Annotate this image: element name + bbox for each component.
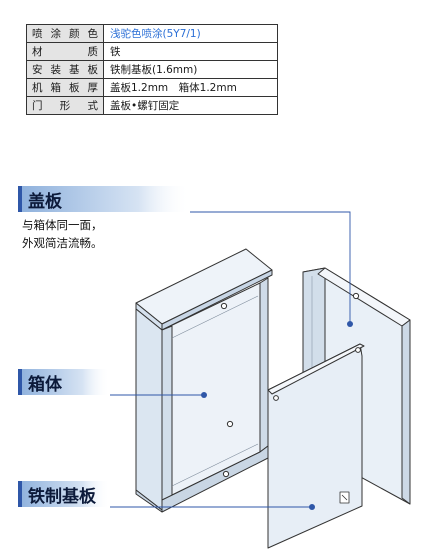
spec-key-label: 材质: [32, 46, 98, 58]
base-tag-bg: [18, 481, 110, 507]
cover-description: 与箱体同一面， 外观简洁流畅。: [22, 216, 103, 252]
base-callout-dot: [309, 504, 315, 510]
spec-key: 机箱板厚: [26, 78, 104, 97]
cover-tag-bar: [18, 186, 22, 212]
front-cover-drawing: [267, 343, 365, 549]
spec-value: 浅驼色喷涂(5Y7/1): [103, 24, 278, 43]
cover-desc-line-1: 与箱体同一面，: [22, 218, 103, 232]
spec-key-label: 安装基板: [32, 64, 98, 76]
cover-tag-title: 盖板: [28, 191, 62, 212]
enclosure-body-drawing: [135, 248, 273, 513]
spec-key-label: 喷涂颜色: [32, 28, 98, 40]
spec-row: 喷涂颜色浅驼色喷涂(5Y7/1): [26, 24, 278, 43]
spec-key: 材质: [26, 42, 104, 61]
body-tag: 箱体: [18, 369, 62, 395]
body-tag-title: 箱体: [28, 374, 62, 395]
body-callout-dot: [201, 392, 207, 398]
spec-row: 门形式盖板•螺钉固定: [26, 96, 278, 115]
cover-callout-dot: [347, 321, 353, 327]
body-tag-bar: [18, 369, 22, 395]
spec-key: 门形式: [26, 96, 104, 115]
base-tag-title: 铁制基板: [28, 486, 96, 507]
spec-row: 材质铁: [26, 42, 278, 61]
cover-callout-line: [190, 211, 351, 324]
base-tag-bar: [18, 481, 22, 507]
spec-value: 盖板1.2mm 箱体1.2mm: [103, 78, 278, 97]
spec-key-label: 机箱板厚: [32, 82, 98, 94]
cover-desc-line-2: 外观简洁流畅。: [22, 236, 103, 250]
base-tag: 铁制基板: [18, 481, 96, 507]
cover-tag: 盖板: [18, 186, 62, 212]
spec-key: 喷涂颜色: [26, 24, 104, 43]
cover-tag-bg: [18, 186, 190, 212]
spec-key-label: 门形式: [32, 100, 98, 112]
spec-row: 机箱板厚盖板1.2mm 箱体1.2mm: [26, 78, 278, 97]
body-tag-bg: [18, 369, 110, 395]
spec-value: 盖板•螺钉固定: [103, 96, 278, 115]
spec-table: 喷涂颜色浅驼色喷涂(5Y7/1)材质铁安装基板铁制基板(1.6mm)机箱板厚盖板…: [26, 24, 278, 115]
